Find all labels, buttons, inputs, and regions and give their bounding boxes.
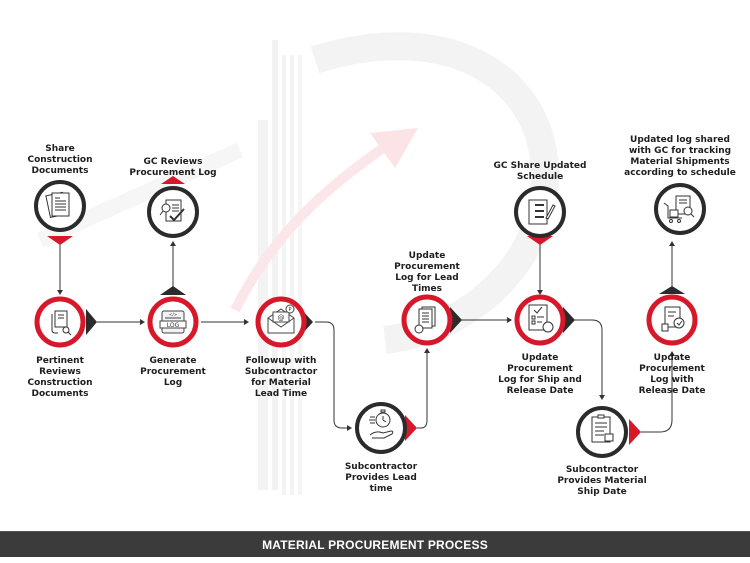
step-6-label: Subcontractor Provides Lead time <box>344 462 418 494</box>
step-10-label: Subcontractor Provides Material Ship Dat… <box>557 465 647 497</box>
step-4-label: GC Reviews Procurement Log <box>129 157 217 178</box>
diagram-title: MATERIAL PROCUREMENT PROCESS <box>262 537 488 552</box>
pointer-triangles <box>47 176 685 445</box>
step-1-node[interactable] <box>34 180 86 232</box>
documents-icon <box>45 191 70 219</box>
schedule-checklist-icon <box>528 199 556 225</box>
review-checklist-icon <box>159 199 185 222</box>
checklist-clock-icon <box>528 304 554 333</box>
step-2-label: Pertinent Reviews Construction Documents <box>27 356 93 399</box>
step-10-node[interactable] <box>576 406 628 458</box>
clipboard-box-icon <box>591 414 614 443</box>
step-9-label: Update Procurement Log for Ship and Rele… <box>498 353 582 396</box>
email-envelope-icon: @ P <box>267 304 295 334</box>
document-search-icon <box>51 310 72 336</box>
step-8-node[interactable] <box>514 186 566 238</box>
step-8-label: GC Share Updated Schedule <box>493 161 587 182</box>
step-12-node[interactable] <box>654 183 706 235</box>
step-11-label: Update Procurement Log with Release Date <box>638 353 706 396</box>
diagram-title-bar: MATERIAL PROCUREMENT PROCESS <box>0 531 750 557</box>
step-12-label: Updated log shared with GC for tracking … <box>624 135 736 178</box>
arrowheads <box>57 241 675 431</box>
step-6-node[interactable] <box>355 402 407 454</box>
step-1-label: Share Construction Documents <box>27 144 93 176</box>
step-3-label: Generate Procurement Log <box>140 356 206 388</box>
step-3-node[interactable]: LOG </> <box>147 296 199 348</box>
svg-text:LOG: LOG <box>167 322 180 329</box>
svg-text:@: @ <box>278 314 285 322</box>
step-5-node[interactable]: @ P <box>255 296 307 348</box>
step-9-node[interactable] <box>514 294 566 346</box>
step-4-node[interactable] <box>147 186 199 238</box>
step-7-node[interactable] <box>401 294 453 346</box>
connectors <box>59 243 673 433</box>
step-11-node[interactable] <box>646 294 698 346</box>
document-clock-icon <box>414 306 436 334</box>
step-7-label: Update Procurement Log for Lead Times <box>394 251 460 294</box>
log-file-icon: LOG </> <box>159 310 187 334</box>
shipment-tracking-icon <box>663 195 695 223</box>
svg-text:</>: </> <box>169 312 177 317</box>
stopwatch-hand-icon <box>369 409 394 439</box>
step-5-label: Followup with Subcontractor for Material… <box>244 356 318 399</box>
step-2-node[interactable] <box>34 296 86 348</box>
svg-text:P: P <box>288 307 291 313</box>
document-approval-icon <box>661 306 685 332</box>
